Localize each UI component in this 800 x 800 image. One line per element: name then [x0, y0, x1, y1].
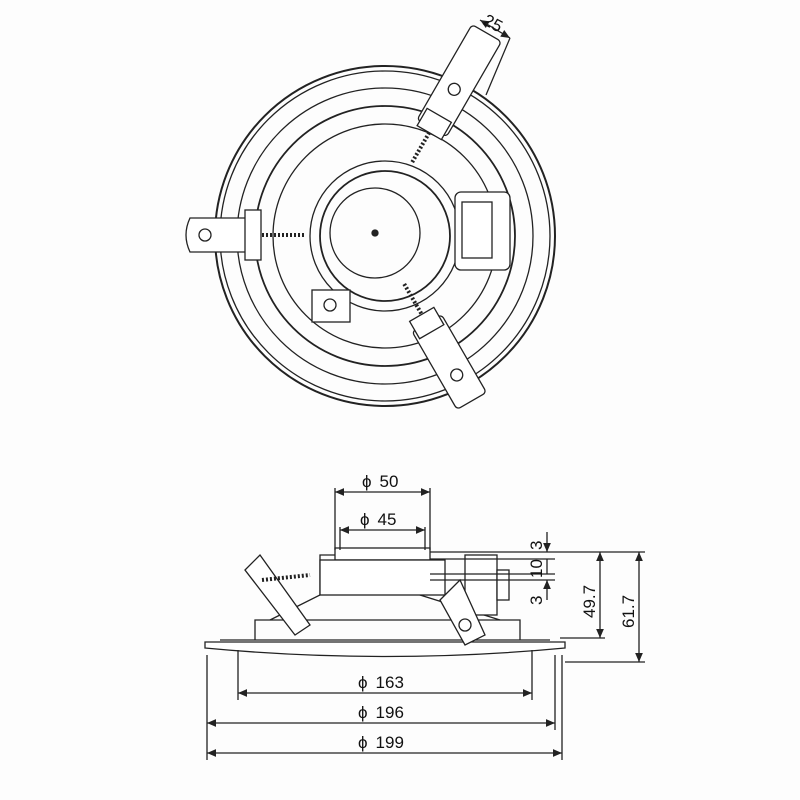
dim-depth-inner: 49.7: [580, 585, 599, 618]
dim-top-gap: 3: [527, 541, 546, 550]
dim-phi-50: 50: [380, 472, 399, 491]
dim-phi-45: 45: [378, 510, 397, 529]
dim-phi-50-symbol: ϕ: [362, 472, 372, 491]
dim-phi-196: 196: [376, 703, 404, 722]
svg-text:ϕ45: ϕ 45: [360, 510, 396, 529]
top-view: [185, 19, 556, 409]
dim-phi-199: 199: [376, 733, 404, 752]
svg-text:ϕ50: ϕ 50: [362, 472, 398, 491]
dim-phi-163: 163: [376, 673, 404, 692]
dim-phi-196-symbol: ϕ: [358, 703, 368, 722]
left-clip: [185, 209, 305, 261]
bottom-clip: [402, 283, 486, 409]
dim-phi-163-symbol: ϕ: [358, 673, 368, 692]
dim-phi-199-symbol: ϕ: [358, 733, 368, 752]
side-view: [204, 488, 645, 760]
dim-depth-total: 61.7: [619, 595, 638, 628]
dim-bottom-gap: 3: [527, 596, 546, 605]
dim-phi-45-symbol: ϕ: [360, 510, 370, 529]
dim-magnet-height: 10: [527, 559, 546, 578]
